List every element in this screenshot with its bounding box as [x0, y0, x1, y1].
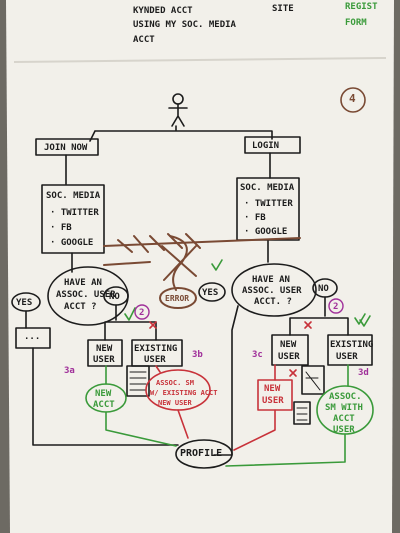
right-assoc-line2: SM WITH: [325, 403, 363, 413]
left-assoc-line3: NEW USER: [158, 399, 192, 407]
right-question-oval: [231, 263, 317, 317]
login-label: LOGIN: [252, 141, 280, 151]
label-3a: 3a: [64, 366, 75, 376]
left-new-user-line1: NEW: [96, 344, 113, 354]
left-question-line1: HAVE AN: [64, 278, 102, 288]
right-new-user-box: [271, 334, 309, 366]
left-check-mark: [124, 307, 136, 321]
left-new-user-line2: USER: [93, 355, 115, 365]
left-assoc-line1: ASSOC. SM: [156, 379, 194, 387]
left-soc-media-label: SOC. MEDIA: [46, 191, 101, 201]
left-new-acct-line2: ACCT: [93, 400, 115, 410]
left-x-mark: [149, 321, 157, 329]
left-yes-label: YES: [16, 298, 33, 308]
left-existing-user-box: [131, 339, 183, 367]
right-x-mark-2: [289, 369, 297, 377]
left-new-acct-line1: NEW: [95, 389, 112, 399]
top-note-line2: USING MY SOC. MEDIA: [133, 20, 236, 30]
label-3b: 3b: [192, 350, 203, 360]
center-check-mark: [211, 259, 223, 271]
corner-check-mark: [359, 315, 371, 327]
left-q-badge-label: 2: [139, 308, 145, 318]
right-soc-media-label: SOC. MEDIA: [240, 183, 295, 193]
right-new-user-line2: USER: [278, 352, 300, 362]
right-q-badge-label: 2: [333, 302, 339, 312]
page-number: 4: [349, 92, 356, 105]
page-number-circle: [340, 87, 366, 113]
left-existing-user-line2: USER: [144, 355, 166, 365]
top-note-line1: KYNDED ACCT: [133, 6, 193, 16]
right-question-line3: ACCT. ?: [254, 297, 292, 307]
left-question-line2: ASSOC. USER: [56, 290, 116, 300]
left-twitter-label: · TWITTER: [50, 208, 99, 218]
top-note-form: FORM: [345, 18, 367, 28]
join-now-box: [35, 138, 99, 156]
paper-sheet: [6, 0, 394, 533]
profile-label: PROFILE: [180, 448, 223, 459]
right-assoc-line3: ACCT: [333, 414, 355, 424]
right-yes-circle: [198, 282, 226, 302]
paper-fold: [13, 57, 387, 63]
user-figure-body: [168, 103, 188, 127]
right-question-line2: ASSOC. USER: [242, 286, 302, 296]
error-label: ERROR: [165, 294, 190, 303]
right-yes-label: YES: [202, 288, 219, 298]
right-assoc-line1: ASSOC.: [329, 392, 362, 402]
right-q-badge: [328, 298, 344, 314]
right-google-label: · GOOGLE: [244, 227, 288, 237]
label-3d: 3d: [358, 368, 369, 378]
right-existing-user-line2: USER: [336, 352, 358, 362]
error-oval: [159, 287, 197, 309]
right-no-label: NO: [318, 284, 329, 294]
left-fb-label: · FB: [50, 223, 72, 233]
right-new-user-line1: NEW: [280, 340, 297, 350]
brown-crossover-scribble: [103, 233, 301, 253]
top-note-site: SITE: [272, 4, 294, 14]
left-existing-user-line1: EXISTING: [134, 344, 178, 354]
left-assoc-line2: W/ EXISTING ACCT: [150, 389, 218, 397]
left-soc-media-box: [41, 184, 105, 254]
left-q-badge: [134, 304, 150, 320]
right-check-mark: [354, 313, 366, 325]
left-no-label: NO: [109, 292, 120, 302]
branch-lines: [89, 125, 273, 142]
left-new-user-box: [87, 339, 123, 367]
right-existing-user-line1: EXISTING: [330, 340, 374, 350]
login-box: [244, 136, 301, 154]
right-question-line1: HAVE AN: [252, 275, 290, 285]
right-fb-label: · FB: [244, 213, 266, 223]
right-twitter-label: · TWITTER: [244, 199, 293, 209]
top-note-regist: REGIST: [345, 2, 378, 12]
right-existing-user-box: [327, 334, 373, 366]
right-new-user-red-line2: USER: [262, 396, 284, 406]
right-assoc-line4: USER: [333, 425, 355, 435]
profile-oval: [175, 439, 233, 469]
right-x-mark: [304, 321, 312, 329]
left-google-label: · GOOGLE: [50, 238, 94, 248]
top-note-line3: ACCT: [133, 35, 155, 45]
left-question-line3: ACCT ?: [64, 302, 97, 312]
right-thumbnail-top: [301, 365, 325, 395]
right-new-user-red-line1: NEW: [264, 384, 281, 394]
left-ellipsis-label: ...: [24, 332, 41, 342]
right-thumbnail-bottom: [293, 401, 311, 425]
label-3c: 3c: [252, 350, 263, 360]
join-now-label: JOIN NOW: [44, 143, 88, 153]
